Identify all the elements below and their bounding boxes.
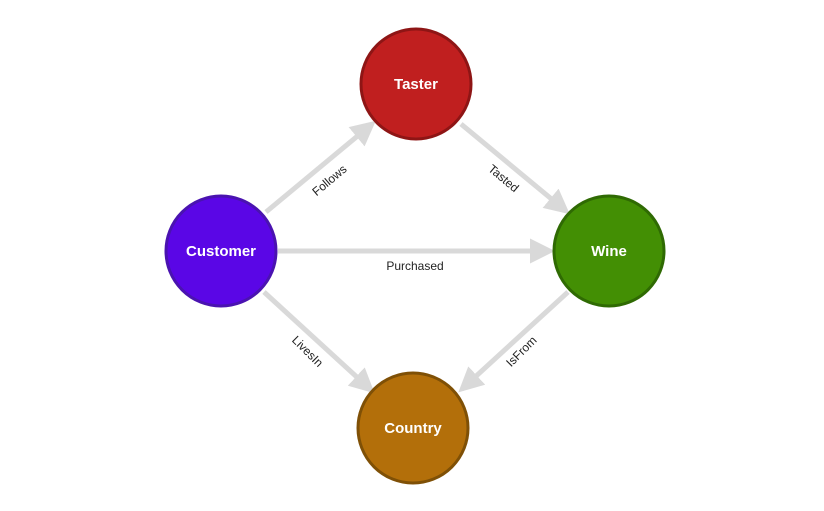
node-wine[interactable]: Wine [552, 194, 666, 308]
edge-livesin[interactable]: LivesIn [262, 290, 375, 394]
edge-isfrom-line[interactable] [458, 290, 570, 393]
node-country-circle[interactable] [358, 373, 468, 483]
node-customer-circle[interactable] [166, 196, 276, 306]
node-taster-label: Taster [394, 76, 438, 93]
edge-purchased[interactable]: Purchased [278, 238, 555, 273]
nodes-layer: Taster Customer Wine Country [164, 27, 666, 485]
edge-purchased-label: Purchased [386, 259, 443, 273]
edge-tasted[interactable]: Tasted [459, 122, 570, 215]
edge-tasted-line[interactable] [459, 122, 570, 215]
node-customer[interactable]: Customer [164, 194, 278, 308]
edge-follows[interactable]: Follows [264, 120, 376, 214]
node-taster[interactable]: Taster [359, 27, 473, 141]
edge-follows-label: Follows [309, 162, 349, 199]
node-wine-circle[interactable] [554, 196, 664, 306]
node-country-label: Country [384, 420, 442, 437]
edge-livesin-label: LivesIn [289, 333, 326, 370]
edge-follows-line[interactable] [264, 120, 376, 214]
node-customer-label: Customer [186, 243, 256, 260]
edge-isfrom-label: IsFrom [503, 333, 539, 369]
edge-isfrom[interactable]: IsFrom [458, 290, 570, 393]
node-wine-border [552, 194, 666, 308]
node-taster-border [359, 27, 473, 141]
node-wine-label: Wine [591, 243, 627, 260]
edges-layer: Follows Tasted Purchased LivesIn IsFrom [262, 120, 570, 394]
edge-livesin-line[interactable] [262, 290, 375, 394]
node-country-border [356, 371, 470, 485]
node-taster-circle[interactable] [361, 29, 471, 139]
node-country[interactable]: Country [356, 371, 470, 485]
node-customer-border [164, 194, 278, 308]
